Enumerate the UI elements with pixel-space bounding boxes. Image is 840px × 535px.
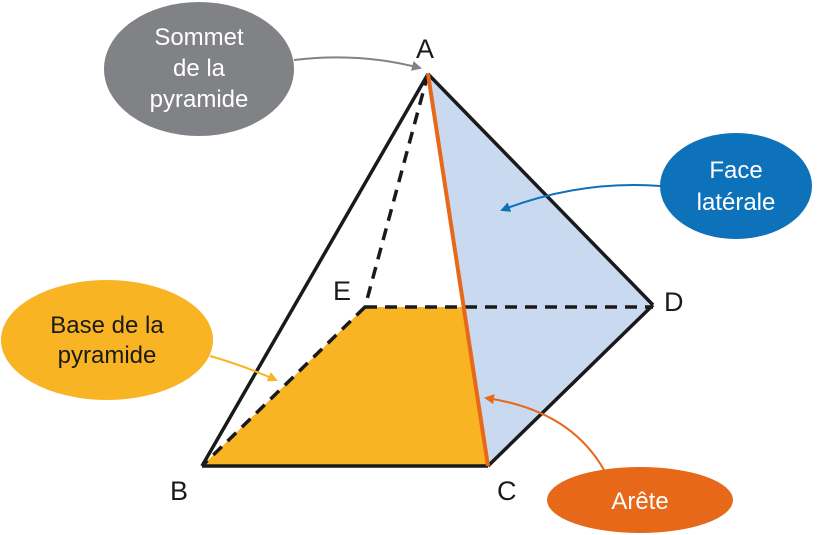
callout-base-arrow [209,355,278,382]
vertex-label-c: C [497,476,517,506]
base-face [202,307,488,466]
edge-ad [426,72,655,307]
callout-lateral-face-arrow [500,184,661,212]
edge-eb-hidden [200,305,367,468]
callout-apex-arrow [293,56,422,71]
vertex-label-e: E [333,276,351,306]
lateral-face-acd [428,74,653,466]
callout-apex-line-3: pyramide [150,86,249,113]
callout-apex-line-2: de la [173,55,226,82]
callout-edge-line-1: Arête [611,488,668,515]
vertex-label-b: B [170,476,188,506]
callout-lateral-face-line-1: Face [709,157,762,184]
callout-lateral-face-bubble [660,133,812,239]
callout-apex-bubble [104,2,294,136]
vertex-label-d: D [664,287,684,317]
edge-ab [200,73,430,467]
edge-ac-highlight [426,73,490,467]
vertex-label-a: A [416,34,434,64]
callout-base-bubble [1,280,213,400]
callout-base-line-2: pyramide [58,342,157,369]
edge-ae-hidden [363,73,430,308]
callout-edge-bubble [547,467,733,533]
callout-apex-line-1: Sommet [154,24,244,51]
callout-edge-arrow [484,394,605,471]
edge-cd [486,303,655,468]
callout-base-line-1: Base de la [50,312,164,339]
callout-lateral-face-line-2: latérale [697,189,776,216]
